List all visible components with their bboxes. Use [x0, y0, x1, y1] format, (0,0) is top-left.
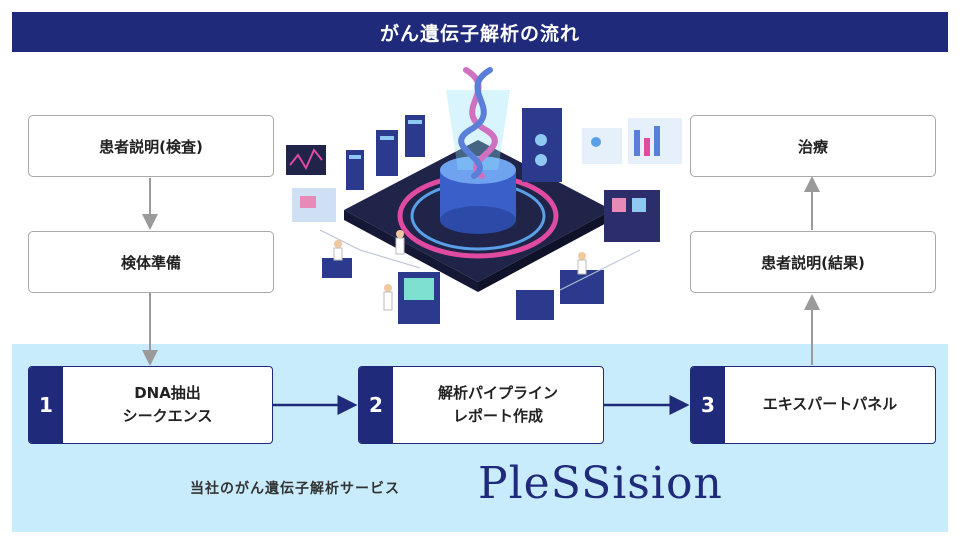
process-step-1: 1 DNA抽出 シークエンス: [28, 366, 273, 444]
box-label: 検体準備: [120, 253, 181, 272]
page-title: がん遺伝子解析の流れ: [12, 12, 948, 52]
box-label: 治療: [797, 137, 828, 156]
step-number: 2: [359, 367, 393, 443]
box-patient-explanation-test: 患者説明(検査): [28, 115, 274, 177]
step-number: 1: [29, 367, 63, 443]
box-sample-preparation: 検体準備: [28, 231, 274, 293]
box-treatment: 治療: [690, 115, 936, 177]
service-caption: 当社のがん遺伝子解析サービス: [190, 481, 400, 497]
box-label: 患者説明(検査): [99, 137, 203, 156]
step-label-line2: レポート作成: [452, 407, 543, 425]
step-number: 3: [691, 367, 725, 443]
process-step-3: 3 エキスパートパネル: [690, 366, 936, 444]
step-label-line1: エキスパートパネル: [762, 395, 898, 414]
step-label-line1: 解析パイプライン: [437, 383, 558, 402]
step-label-line2: シークエンス: [122, 407, 213, 425]
brand-logo: PleSSision: [478, 458, 723, 509]
step-label-line1: DNA抽出: [134, 383, 201, 402]
box-patient-explanation-result: 患者説明(結果): [690, 231, 936, 293]
box-label: 患者説明(結果): [761, 253, 865, 272]
process-step-2: 2 解析パイプライン レポート作成: [358, 366, 604, 444]
